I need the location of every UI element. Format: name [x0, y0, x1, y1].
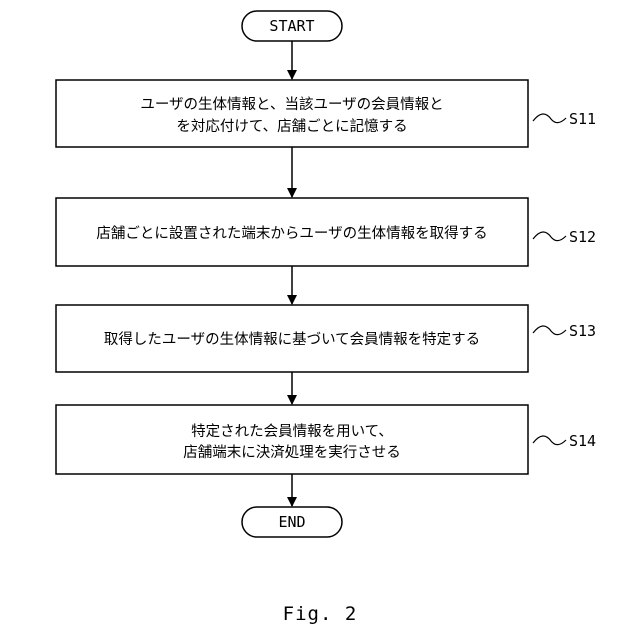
step-text-line: 店舗端末に決済処理を実行させる [183, 444, 401, 461]
step-s13: 取得したユーザの生体情報に基づいて会員情報を特定する S13 [56, 305, 596, 372]
step-id-label: S12 [569, 228, 596, 246]
step-label-leader [533, 326, 566, 335]
step-label-leader [533, 232, 566, 241]
step-id-label: S11 [569, 110, 596, 128]
step-text-line: を対応付けて、店舗ごとに記憶する [176, 118, 407, 135]
step-text-line: ユーザの生体情報と、当該ユーザの会員情報と [140, 96, 443, 113]
step-text-line: 店舗ごとに設置された端末からユーザの生体情報を取得する [96, 225, 487, 242]
end-label: END [278, 513, 305, 531]
step-label-leader [533, 436, 566, 445]
step-box [56, 80, 528, 147]
step-s11: ユーザの生体情報と、当該ユーザの会員情報と を対応付けて、店舗ごとに記憶する S… [56, 80, 596, 147]
step-text-line: 特定された会員情報を用いて、 [191, 423, 393, 440]
step-id-label: S13 [569, 322, 596, 340]
step-text-line: 取得したユーザの生体情報に基づいて会員情報を特定する [104, 331, 480, 348]
start-label: START [269, 17, 314, 35]
step-s14: 特定された会員情報を用いて、 店舗端末に決済処理を実行させる S14 [56, 405, 596, 474]
figure-caption: Fig. 2 [0, 603, 640, 625]
step-id-label: S14 [569, 432, 596, 450]
step-label-leader [533, 114, 566, 123]
step-s12: 店舗ごとに設置された端末からユーザの生体情報を取得する S12 [56, 198, 596, 266]
